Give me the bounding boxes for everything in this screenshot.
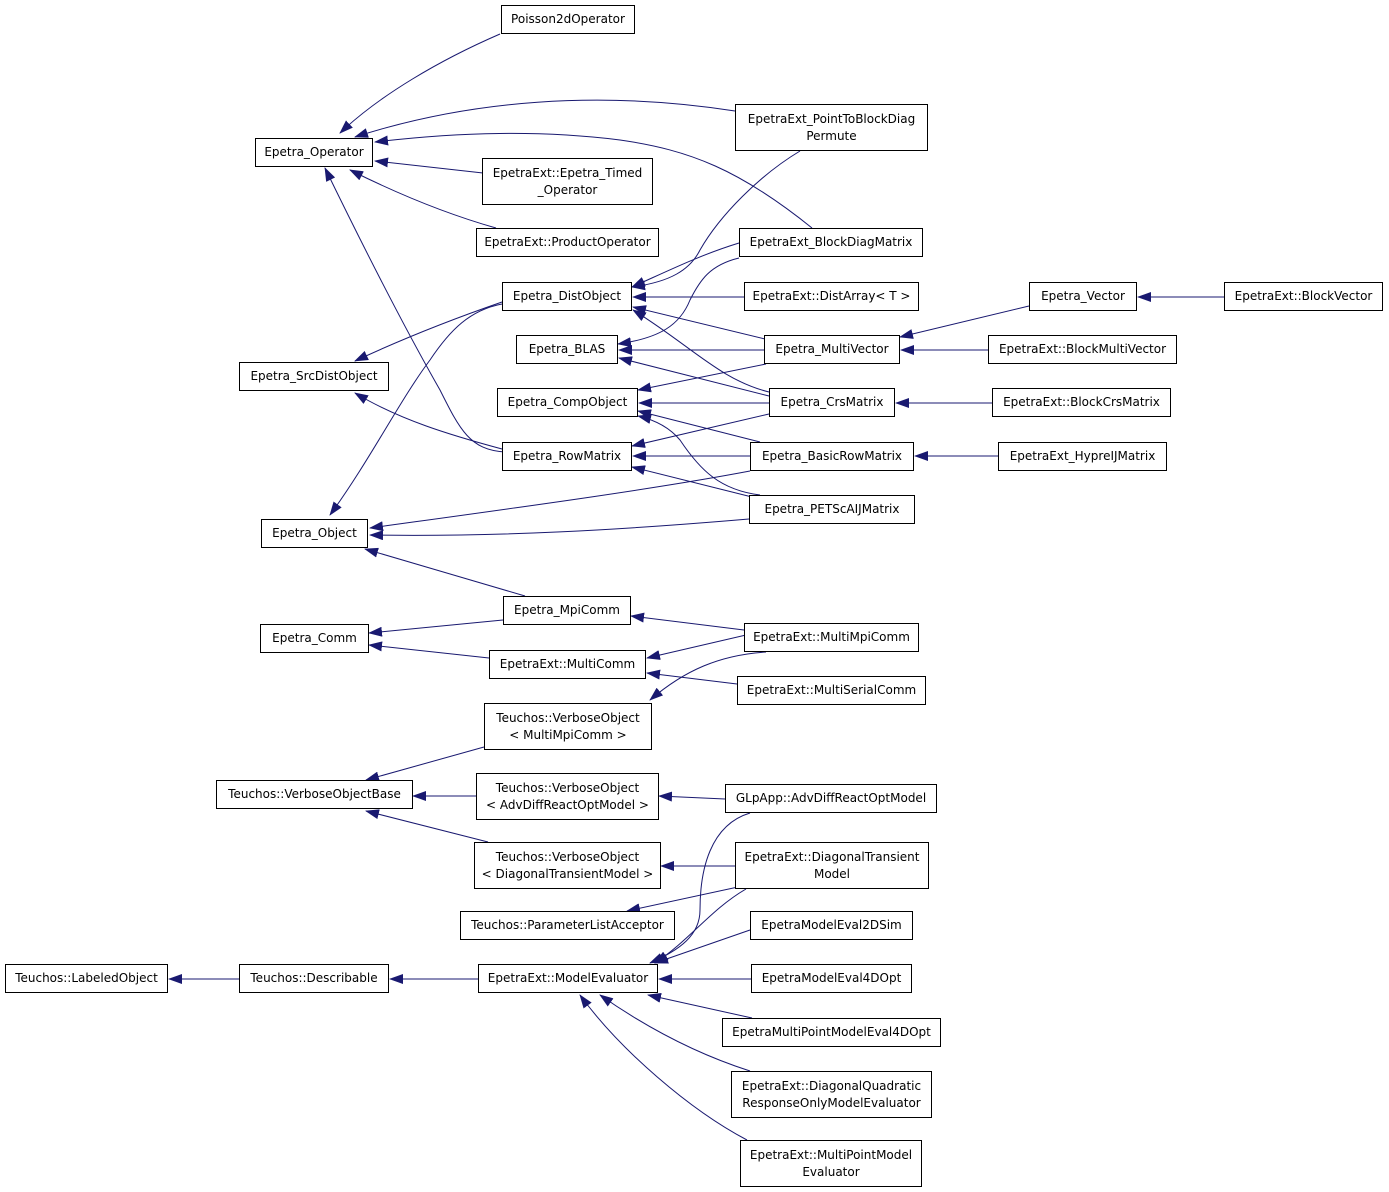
edge-vob-vompi — [365, 746, 485, 782]
edge-src-row — [354, 392, 503, 450]
node-teuchos-verbose-object-multi-mpi-comm[interactable]: Teuchos::VerboseObject< MultiMpiComm > — [484, 703, 652, 750]
edge-me-mpme — [579, 994, 748, 1141]
edge-obj-brm — [369, 470, 751, 532]
edge-me-e2d — [654, 929, 751, 964]
node-epetraext-block-vector[interactable]: EpetraExt::BlockVector — [1224, 282, 1383, 311]
edge-comm-mpi — [368, 619, 504, 637]
node-teuchos-labeled-object[interactable]: Teuchos::LabeledObject — [5, 964, 168, 993]
edge-mcomm-mser — [646, 669, 738, 685]
edge-vompi-mmpi — [649, 651, 767, 701]
node-teuchos-verbose-object-diagonal-transient-model[interactable]: Teuchos::VerboseObject< DiagonalTransien… — [474, 842, 661, 889]
node-teuchos-verbose-object-base[interactable]: Teuchos::VerboseObjectBase — [216, 780, 413, 809]
edge-pla-dtm — [626, 886, 739, 914]
edge-comm-mcomm — [368, 641, 490, 659]
node-epetra-row-matrix[interactable]: Epetra_RowMatrix — [502, 442, 632, 471]
node-epetra-vector[interactable]: Epetra_Vector — [1029, 282, 1137, 311]
node-epetra-src-dist-object[interactable]: Epetra_SrcDistObject — [239, 362, 389, 391]
edge-comp-mv — [637, 363, 767, 393]
node-epetraext-model-evaluator[interactable]: EpetraExt::ModelEvaluator — [478, 964, 658, 993]
edge-op-prodop — [349, 169, 497, 229]
edge-obj-mpi — [364, 547, 526, 597]
edge-mcomm-mmpi — [646, 634, 747, 660]
node-teuchos-describable[interactable]: Teuchos::Describable — [239, 964, 389, 993]
node-epetra-object[interactable]: Epetra_Object — [261, 519, 368, 548]
node-epetraext-hypre-ij-matrix[interactable]: EpetraExt_HypreIJMatrix — [998, 442, 1167, 471]
edge-mpi-mmpi — [630, 612, 745, 631]
node-epetra-mpi-comm[interactable]: Epetra_MpiComm — [503, 596, 631, 625]
edge-dist-ptb — [631, 150, 801, 291]
edge-comp-brm — [637, 409, 761, 443]
edge-op-bdm — [374, 132, 813, 229]
edge-blas-bdm — [617, 257, 740, 348]
node-epetra-blas[interactable]: Epetra_BLAS — [516, 335, 618, 364]
node-epetraext-dist-array[interactable]: EpetraExt::DistArray< T > — [744, 282, 919, 311]
node-epetra-comp-object[interactable]: Epetra_CompObject — [497, 388, 638, 417]
edge-me-emp — [647, 992, 753, 1019]
edge-op-ptb — [354, 99, 736, 138]
node-glpapp-adv-diff-react-opt-model[interactable]: GLpApp::AdvDiffReactOptModel — [725, 784, 937, 813]
node-epetraext-multi-comm[interactable]: EpetraExt::MultiComm — [489, 650, 646, 679]
node-epetra-model-eval-2dsim[interactable]: EpetraModelEval2DSim — [750, 911, 913, 940]
node-teuchos-verbose-object-adv-diff-react-opt-model[interactable]: Teuchos::VerboseObject< AdvDiffReactOptM… — [476, 773, 659, 820]
node-epetraext-epetra-timed-operator[interactable]: EpetraExt::Epetra_Timed_Operator — [482, 158, 653, 205]
node-epetra-multi-vector[interactable]: Epetra_MultiVector — [764, 335, 900, 364]
node-poisson2d-operator[interactable]: Poisson2dOperator — [501, 5, 635, 34]
node-epetra-basic-row-matrix[interactable]: Epetra_BasicRowMatrix — [750, 442, 914, 471]
edge-src-dist — [354, 301, 503, 362]
edge-dist-mv — [632, 305, 766, 340]
edge-op-timed — [374, 157, 484, 174]
node-epetra-comm[interactable]: Epetra_Comm — [260, 624, 369, 653]
node-epetraext-block-multi-vector[interactable]: EpetraExt::BlockMultiVector — [988, 335, 1177, 364]
node-epetraext-block-crs-matrix[interactable]: EpetraExt::BlockCrsMatrix — [992, 388, 1171, 417]
edge-vob-vodiag — [365, 809, 489, 843]
node-epetra-operator[interactable]: Epetra_Operator — [255, 138, 373, 167]
node-epetra-multi-point-model-eval-4dopt[interactable]: EpetraMultiPointModelEval4DOpt — [722, 1018, 941, 1047]
edge-dist-bdm — [631, 242, 740, 288]
edge-row-crs — [631, 413, 770, 448]
node-epetraext-product-operator[interactable]: EpetraExt::ProductOperator — [476, 228, 659, 257]
edge-obj-dist — [329, 303, 503, 516]
node-teuchos-parameter-list-acceptor[interactable]: Teuchos::ParameterListAcceptor — [460, 911, 675, 940]
edge-me-glp — [649, 812, 751, 964]
edge-op-row — [324, 167, 506, 453]
node-epetra-petsc-aij-matrix[interactable]: Epetra_PETScAIJMatrix — [749, 495, 915, 524]
node-epetra-crs-matrix[interactable]: Epetra_CrsMatrix — [769, 388, 895, 417]
edge-blas-crs — [618, 356, 770, 397]
node-epetraext-block-diag-matrix[interactable]: EpetraExt_BlockDiagMatrix — [739, 228, 923, 257]
node-epetraext-multi-mpi-comm[interactable]: EpetraExt::MultiMpiComm — [744, 623, 919, 652]
edge-dist-crs — [632, 309, 770, 393]
node-epetra-dist-object[interactable]: Epetra_DistObject — [502, 282, 632, 311]
edge-obj-petsc — [369, 518, 750, 541]
edge-mv-vec — [899, 305, 1030, 339]
edge-comp-petsc — [637, 414, 761, 496]
node-epetraext-multi-serial-comm[interactable]: EpetraExt::MultiSerialComm — [737, 676, 926, 705]
node-epetra-model-eval-4dopt[interactable]: EpetraModelEval4DOpt — [751, 964, 912, 993]
edge-op-poisson — [339, 33, 501, 134]
edge-voadv-glp — [658, 791, 726, 802]
edge-me-dq — [599, 994, 751, 1072]
edge-row-petsc — [631, 465, 753, 498]
